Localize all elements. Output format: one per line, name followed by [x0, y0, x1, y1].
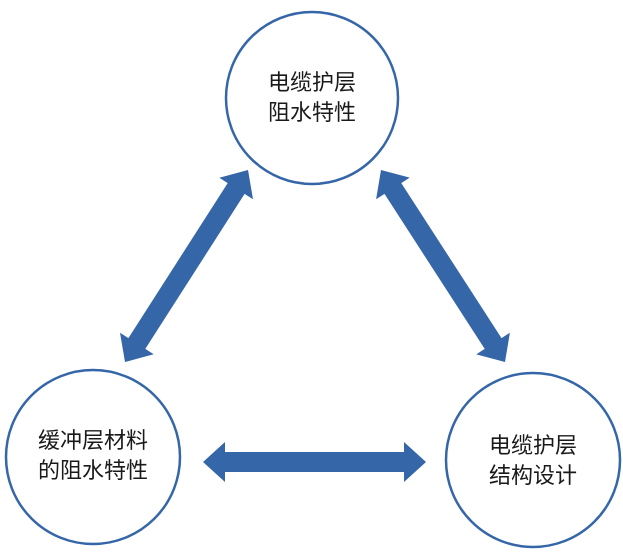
node-label-line: 结构设计	[489, 464, 577, 489]
node-label-line: 电缆护层	[268, 71, 356, 96]
node-circle	[444, 371, 622, 549]
node-circle	[4, 368, 182, 546]
node-top: 电缆护层 阻水特性	[224, 10, 400, 186]
double-arrow-top-bottom-right	[376, 170, 510, 362]
node-label-line: 的阻水特性	[38, 459, 148, 484]
double-arrow-bottom-left-bottom-right	[203, 442, 426, 482]
node-circle	[224, 10, 400, 186]
double-arrow-top-bottom-left	[120, 170, 253, 362]
node-label-line: 电缆护层	[489, 434, 577, 459]
node-bottom-left: 缓冲层材料 的阻水特性	[4, 368, 182, 546]
node-bottom-right: 电缆护层 结构设计	[444, 371, 622, 549]
node-label-line: 缓冲层材料	[38, 429, 148, 454]
node-label-line: 阻水特性	[268, 101, 356, 126]
